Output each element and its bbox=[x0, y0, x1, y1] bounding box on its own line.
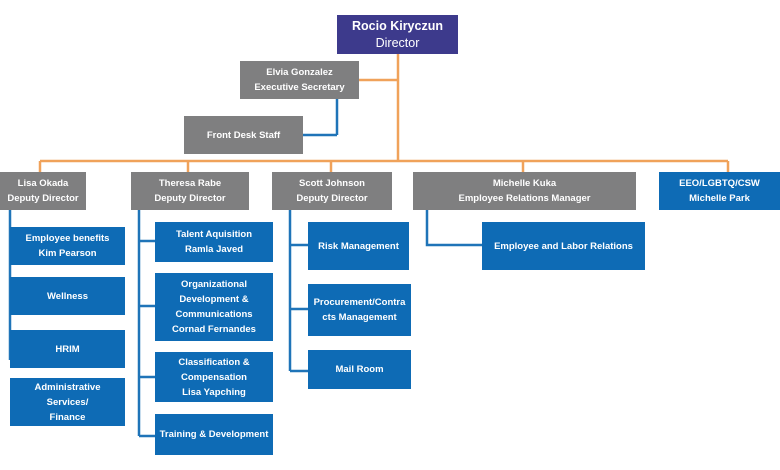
procurement-box[interactable]: Procurement/Contra cts Management bbox=[308, 284, 411, 336]
deputy-michelle-title: Employee Relations Manager bbox=[458, 193, 591, 204]
exec-secretary-box[interactable]: Elvia Gonzalez Executive Secretary bbox=[240, 61, 359, 99]
deputy-lisa-box[interactable]: Lisa Okada Deputy Director bbox=[0, 172, 86, 210]
wellness-label: Wellness bbox=[46, 290, 88, 302]
employee-labor-relations-box[interactable]: Employee and Labor Relations bbox=[482, 222, 645, 270]
organizational-development-line3: Communications bbox=[175, 309, 253, 320]
employee-benefits-box[interactable]: Employee benefits Kim Pearson bbox=[10, 227, 125, 265]
director-title: Director bbox=[375, 35, 420, 50]
deputy-scott-box[interactable]: Scott Johnson Deputy Director bbox=[272, 172, 392, 210]
procurement-line1: Procurement/Contra bbox=[313, 297, 406, 308]
admin-services-line1: Administrative Services/ bbox=[34, 381, 101, 408]
risk-management-box[interactable]: Risk Management bbox=[308, 222, 409, 270]
deputy-theresa-title: Deputy Director bbox=[154, 193, 226, 204]
risk-management-label: Risk Management bbox=[318, 240, 399, 252]
employee-benefits-person: Kim Pearson bbox=[38, 248, 97, 259]
hrim-label: HRIM bbox=[55, 343, 80, 355]
talent-acquisition-box[interactable]: Talent Aquisition Ramla Javed bbox=[155, 222, 273, 262]
procurement-line2: cts Management bbox=[322, 312, 397, 323]
hrim-box[interactable]: HRIM bbox=[10, 330, 125, 368]
mail-room-label: Mail Room bbox=[335, 364, 384, 375]
talent-acquisition-line2: Ramla Javed bbox=[184, 244, 244, 255]
organizational-development-box[interactable]: Organizational Development & Communicati… bbox=[155, 273, 273, 341]
exec-secretary-title: Executive Secretary bbox=[254, 82, 345, 93]
wellness-box[interactable]: Wellness bbox=[10, 277, 125, 315]
deputy-theresa-box[interactable]: Theresa Rabe Deputy Director bbox=[131, 172, 249, 210]
admin-services-box[interactable]: Administrative Services/ Finance bbox=[10, 378, 125, 426]
classification-compensation-line3: Lisa Yapching bbox=[182, 386, 246, 398]
director-name: Rocio Kiryczun bbox=[352, 18, 443, 33]
eeo-label: EEO/LGBTQ/CSW bbox=[679, 178, 760, 189]
classification-compensation-line2: Compensation bbox=[181, 371, 247, 383]
mail-room-box[interactable]: Mail Room bbox=[308, 350, 411, 389]
training-development-label: Training & Development bbox=[159, 429, 269, 440]
director-box[interactable]: Rocio Kiryczun Director bbox=[337, 15, 458, 54]
deputy-michelle-box[interactable]: Michelle Kuka Employee Relations Manager bbox=[413, 172, 636, 210]
exec-secretary-name: Elvia Gonzalez bbox=[266, 67, 333, 78]
front-desk-box[interactable]: Front Desk Staff bbox=[184, 116, 303, 154]
classification-compensation-line1: Classification & bbox=[178, 356, 250, 368]
deputy-lisa-name: Lisa Okada bbox=[17, 178, 69, 189]
training-development-box[interactable]: Training & Development bbox=[155, 414, 273, 455]
deputy-theresa-name: Theresa Rabe bbox=[158, 178, 222, 189]
classification-compensation-box[interactable]: Classification & Compensation Lisa Yapch… bbox=[155, 352, 273, 402]
admin-services-line2: Finance bbox=[49, 411, 86, 423]
employee-benefits-label: Employee benefits bbox=[25, 233, 110, 244]
deputy-scott-title: Deputy Director bbox=[296, 193, 368, 204]
talent-acquisition-line1: Talent Aquisition bbox=[176, 229, 252, 240]
deputy-michelle-name: Michelle Kuka bbox=[492, 178, 557, 189]
organizational-development-line2: Development & bbox=[179, 294, 249, 305]
deputy-scott-name: Scott Johnson bbox=[299, 178, 365, 189]
employee-labor-relations-label: Employee and Labor Relations bbox=[494, 240, 633, 252]
front-desk-label: Front Desk Staff bbox=[206, 129, 281, 141]
organizational-development-line4: Cornad Fernandes bbox=[172, 324, 256, 335]
eeo-person: Michelle Park bbox=[689, 193, 750, 204]
eeo-box[interactable]: EEO/LGBTQ/CSW Michelle Park bbox=[659, 172, 780, 210]
organizational-development-line1: Organizational bbox=[181, 279, 247, 290]
deputy-lisa-title: Deputy Director bbox=[7, 193, 79, 204]
